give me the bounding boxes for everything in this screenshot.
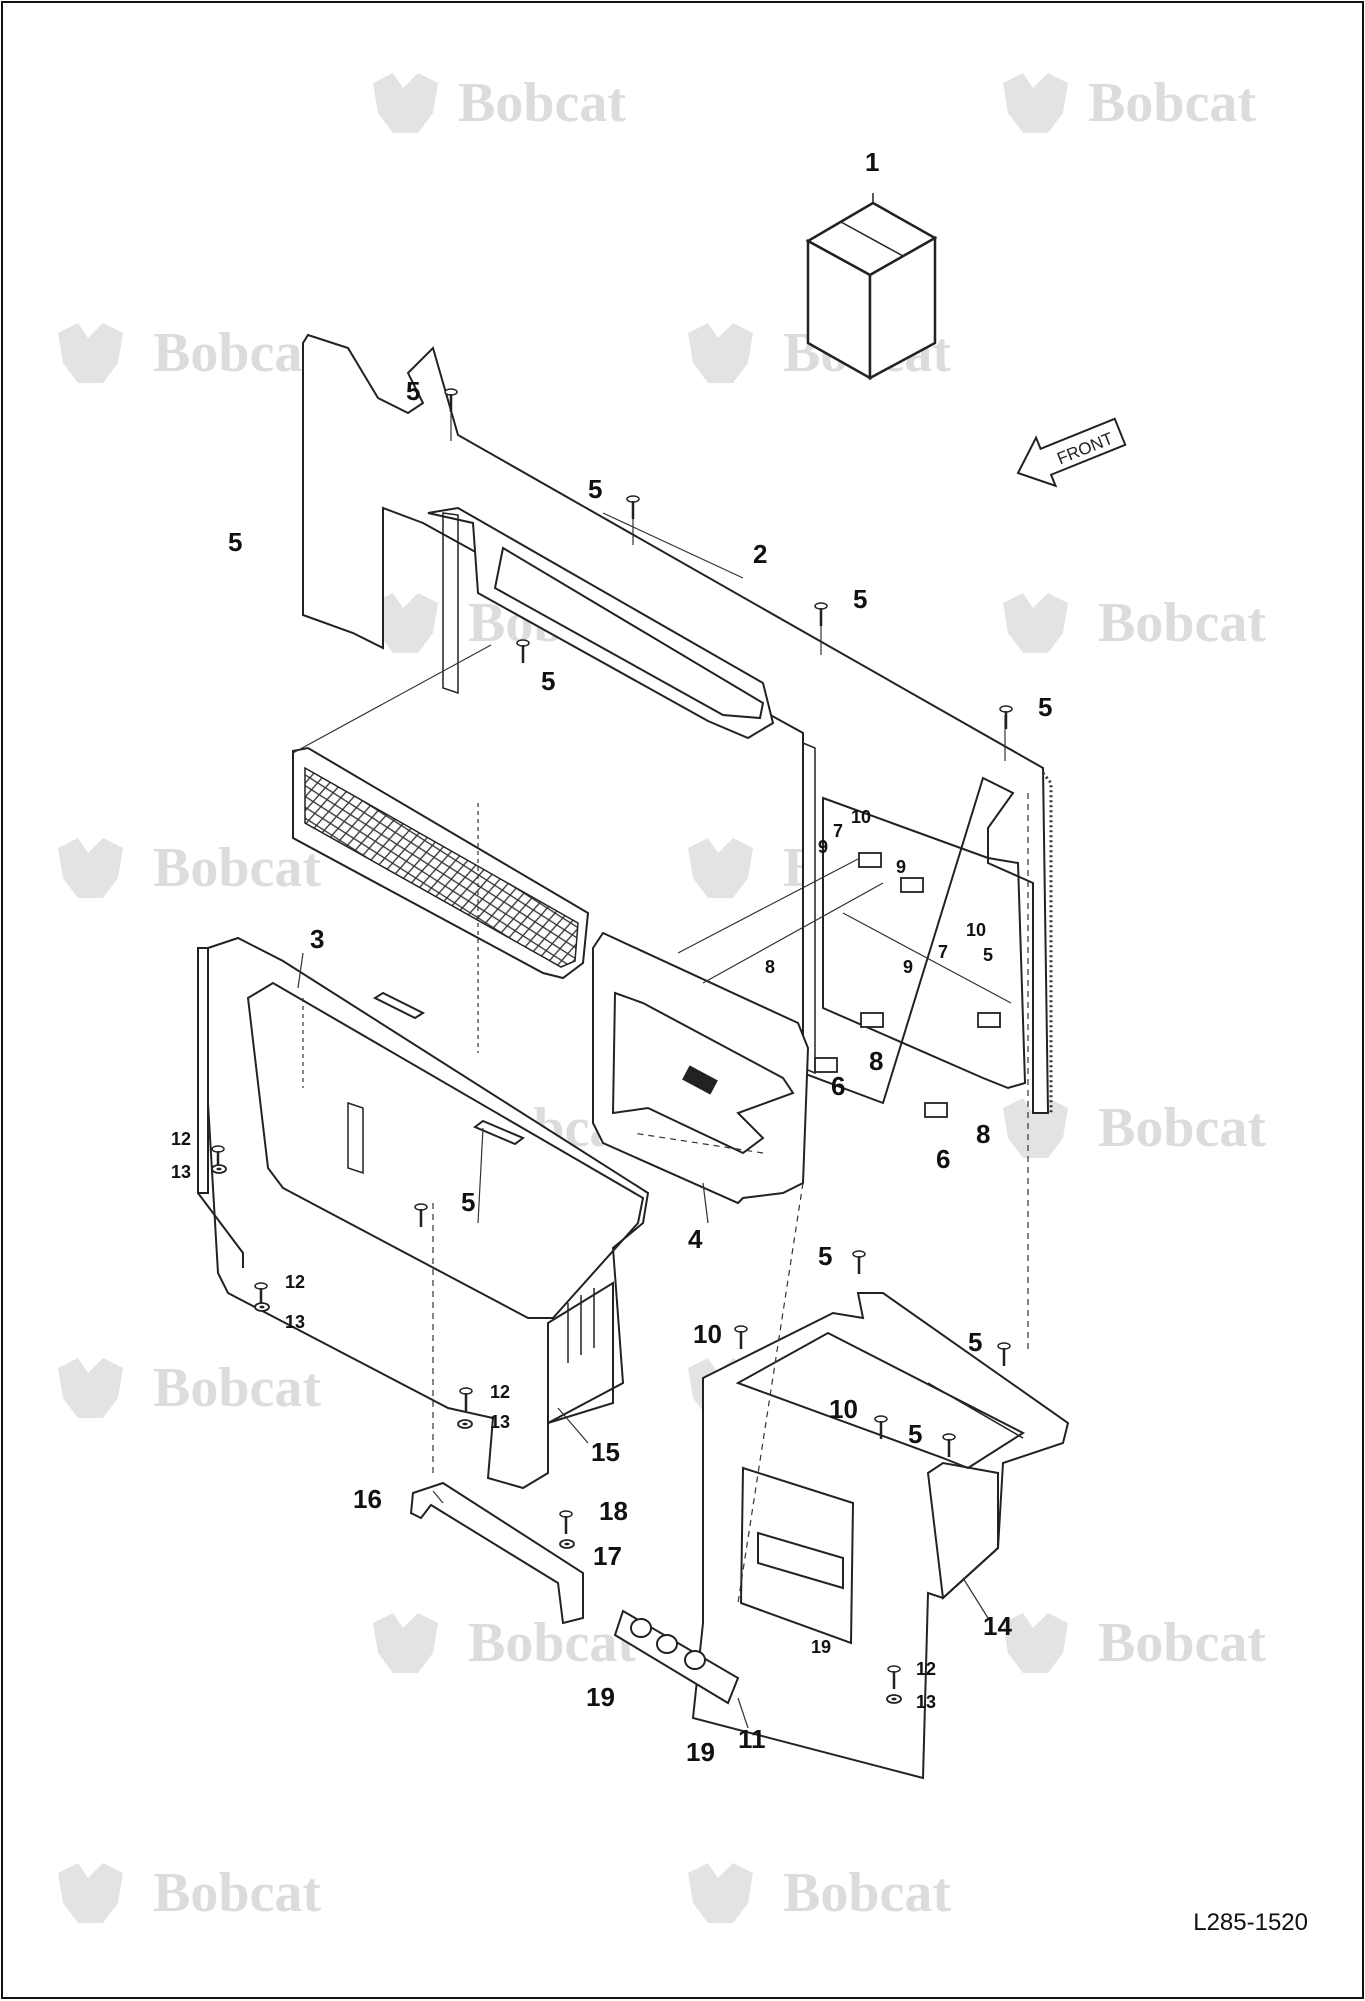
callout-7: 7 [833, 821, 843, 841]
callout-15: 15 [591, 1437, 620, 1467]
callout-5: 5 [968, 1327, 982, 1357]
callout-12: 12 [171, 1129, 191, 1149]
callout-8: 8 [765, 957, 775, 977]
callout-8: 8 [976, 1119, 990, 1149]
callout-14: 14 [983, 1611, 1012, 1641]
callout-5: 5 [461, 1187, 475, 1217]
callout-5: 5 [908, 1419, 922, 1449]
callout-5: 5 [818, 1241, 832, 1271]
callout-13: 13 [490, 1412, 510, 1432]
callout-10: 10 [851, 807, 871, 827]
bobcat-logo-icon [373, 73, 438, 133]
bobcat-logo-icon [58, 1863, 123, 1923]
svg-text:Bobcat: Bobcat [468, 1612, 636, 1674]
svg-text:Bobcat: Bobcat [1088, 72, 1256, 134]
svg-text:Bobcat: Bobcat [1098, 1612, 1266, 1674]
bobcat-logo-icon [688, 838, 753, 898]
part-16-bracket [409, 1481, 584, 1625]
part-1-kit-box [805, 193, 938, 381]
bobcat-logo-icon [58, 1358, 123, 1418]
bobcat-logo-icon [1003, 593, 1068, 653]
callout-5: 5 [1038, 692, 1052, 722]
callout-10: 10 [693, 1319, 722, 1349]
bobcat-logo-icon [1003, 1098, 1068, 1158]
bobcat-logo-icon [58, 323, 123, 383]
callout-12: 12 [916, 1659, 936, 1679]
callout-labels: 1 2 3 4 5 5 5 5 5 5 5 5 5 5 5 6 6 7 7 8 … [171, 147, 1052, 1767]
svg-text:Bobcat: Bobcat [153, 1862, 321, 1924]
callout-9: 9 [896, 857, 906, 877]
part-14-right-storage-bin [691, 1292, 1070, 1780]
callout-16: 16 [353, 1484, 382, 1514]
callout-5: 5 [228, 527, 242, 557]
svg-text:Bobcat: Bobcat [153, 322, 321, 384]
watermark-13: Bobcat [373, 1612, 636, 1674]
front-direction-arrow: FRONT [1016, 417, 1127, 488]
callout-13: 13 [285, 1312, 305, 1332]
callout-5: 5 [983, 945, 993, 965]
callout-5: 5 [406, 376, 420, 406]
part-11-plate [613, 1609, 740, 1705]
document-number: L285-1520 [1193, 1909, 1308, 1936]
callout-19: 19 [586, 1682, 615, 1712]
callout-13: 13 [916, 1692, 936, 1712]
callout-13: 13 [171, 1162, 191, 1182]
bobcat-logo-icon [373, 1613, 438, 1673]
bobcat-logo-icon [58, 838, 123, 898]
callout-5: 5 [541, 666, 555, 696]
callout-10: 10 [829, 1394, 858, 1424]
svg-text:Bobcat: Bobcat [458, 72, 626, 134]
callout-5: 5 [853, 584, 867, 614]
watermark-14: Bobcat [1003, 1612, 1266, 1674]
watermark-6: Bobcat [1003, 592, 1266, 654]
bobcat-logo-icon [688, 323, 753, 383]
callout-12: 12 [285, 1272, 305, 1292]
watermark-16: Bobcat [688, 1862, 951, 1924]
bobcat-logo-icon [373, 593, 438, 653]
callout-19: 19 [686, 1737, 715, 1767]
svg-text:Bobcat: Bobcat [1098, 592, 1266, 654]
part-4-side-trim [592, 931, 810, 1205]
watermark-3: Bobcat [58, 322, 321, 384]
callout-6: 6 [936, 1144, 950, 1174]
svg-text:Bobcat: Bobcat [153, 837, 321, 899]
callout-8: 8 [869, 1046, 883, 1076]
part-2-rear-panel [302, 333, 1053, 1114]
callout-1: 1 [865, 147, 879, 177]
bobcat-logo-icon [1003, 1613, 1068, 1673]
watermark-11: Bobcat [58, 1357, 321, 1419]
callout-4: 4 [688, 1224, 703, 1254]
callout-5: 5 [588, 474, 602, 504]
callout-9: 9 [903, 957, 913, 977]
svg-text:Bobcat: Bobcat [783, 1862, 951, 1924]
parts-diagram: Bobcat Bobcat Bobcat Bobcat Bobcat Bobca… [58, 72, 1266, 1924]
callout-6: 6 [831, 1071, 845, 1101]
callout-2: 2 [753, 539, 767, 569]
callout-17: 17 [593, 1541, 622, 1571]
part-3-mesh-net [292, 746, 590, 980]
svg-text:Bobcat: Bobcat [1098, 1097, 1266, 1159]
callout-7: 7 [938, 942, 948, 962]
watermark-1: Bobcat [373, 72, 626, 134]
watermark-10: Bobcat [1003, 1097, 1266, 1159]
callout-19: 19 [811, 1637, 831, 1657]
bobcat-logo-icon [688, 1863, 753, 1923]
part-15-left-storage-bin [197, 936, 650, 1490]
callout-11: 11 [738, 1724, 766, 1754]
watermark-15: Bobcat [58, 1862, 321, 1924]
callout-9: 9 [818, 837, 828, 857]
svg-text:Bobcat: Bobcat [153, 1357, 321, 1419]
bobcat-logo-icon [1003, 73, 1068, 133]
hinge-assemblies [814, 852, 1001, 1118]
callout-10: 10 [966, 920, 986, 940]
callout-18: 18 [599, 1496, 628, 1526]
callout-12: 12 [490, 1382, 510, 1402]
callout-3: 3 [310, 924, 324, 954]
watermark-7: Bobcat [58, 837, 321, 899]
watermark-2: Bobcat [1003, 72, 1256, 134]
